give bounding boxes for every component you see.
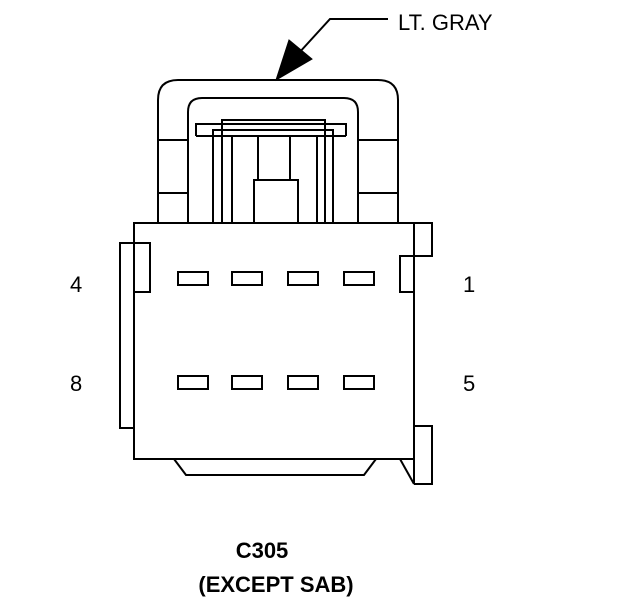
right-flange bbox=[414, 222, 433, 257]
pin-label-top-left: 4 bbox=[70, 272, 82, 297]
latch-hood-outer bbox=[157, 79, 399, 223]
cavity-6 bbox=[287, 375, 319, 390]
connector-name: C305 bbox=[236, 538, 289, 563]
cavity-3 bbox=[231, 271, 263, 286]
color-label: LT. GRAY bbox=[398, 10, 493, 35]
connector-variant: (EXCEPT SAB) bbox=[198, 572, 353, 597]
latch-tab-body bbox=[253, 179, 299, 223]
cavity-7 bbox=[231, 375, 263, 390]
latch-hood-inner bbox=[187, 97, 359, 223]
cavity-4 bbox=[177, 271, 209, 286]
latch-arm bbox=[212, 129, 334, 223]
leader-line bbox=[297, 18, 388, 55]
cavity-5 bbox=[343, 375, 375, 390]
cavity-8 bbox=[177, 375, 209, 390]
left-flange bbox=[119, 242, 134, 429]
pin-label-bottom-left: 8 bbox=[70, 371, 82, 396]
cavity-2 bbox=[287, 271, 319, 286]
latch-bar bbox=[195, 123, 347, 136]
bottom-skirt bbox=[173, 458, 377, 476]
pin-label-top-right: 1 bbox=[463, 272, 475, 297]
connector-body bbox=[133, 222, 415, 460]
pin-label-bottom-right: 5 bbox=[463, 371, 475, 396]
cavity-1 bbox=[343, 271, 375, 286]
latch-tab bbox=[257, 135, 291, 180]
leader-arrowhead bbox=[275, 39, 313, 82]
